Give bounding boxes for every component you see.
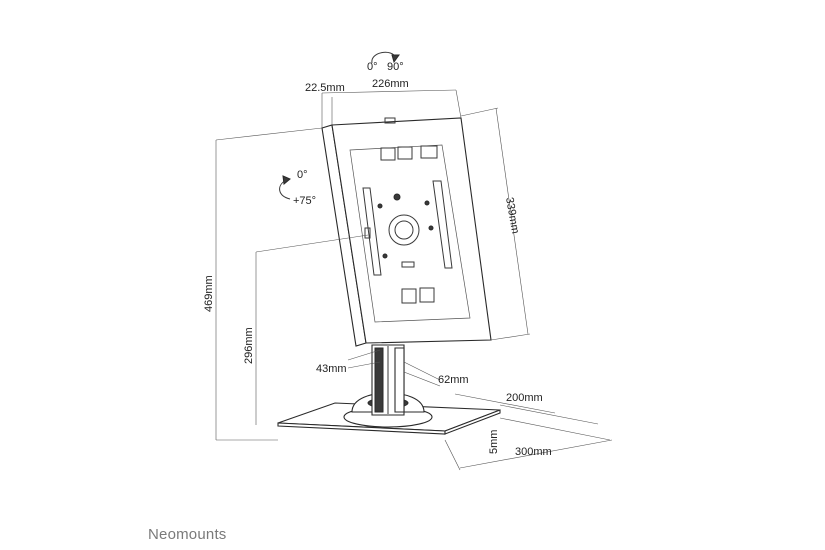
base-depth-label: 200mm [506,392,543,404]
post-width-label: 62mm [438,374,469,386]
tilt-start-label: 0° [297,169,308,181]
frame-depth-label: 22.5mm [305,82,345,94]
rotation-end-label: 90° [387,61,404,73]
brand-logo: Neomounts [148,526,227,543]
total-height-label: 469mm [203,275,215,312]
dimension-lines [215,89,531,441]
tilt-arrow-icon [279,175,291,200]
tilt-end-label: +75° [293,195,316,207]
rotation-arrow-top-icon [371,51,400,64]
post-depth-label: 43mm [316,363,347,375]
base-plate [277,393,613,471]
frame-width-label: 226mm [372,78,409,90]
tablet-enclosure [321,117,492,347]
base-thickness-label: 5mm [488,430,500,454]
base-width-label: 300mm [515,446,552,458]
mount-height-label: 296mm [243,327,255,364]
frame-height-label: 339mm [503,196,521,234]
rotation-start-label: 0° [367,61,378,73]
stand-post [347,344,441,416]
